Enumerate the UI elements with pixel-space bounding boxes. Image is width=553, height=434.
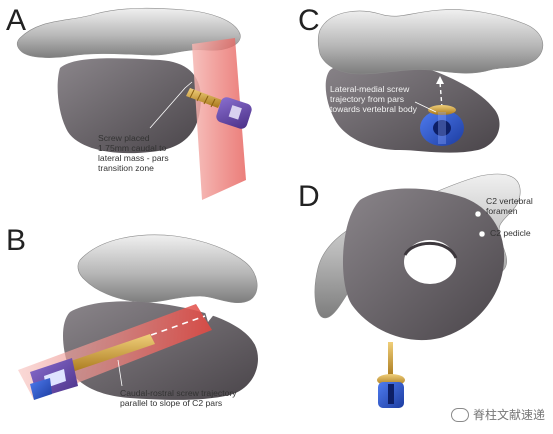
- panel-a-caption: Screw placed 1.75mm caudal to lateral ma…: [98, 133, 169, 173]
- panel-c-superior-vertebra: [317, 9, 544, 75]
- panel-d-foramen-marker: [474, 210, 482, 218]
- panel-a-caption-line: 1.75mm caudal to: [98, 143, 167, 153]
- watermark-text: 脊柱文献速递: [472, 408, 545, 422]
- panel-letter-d: D: [298, 180, 320, 213]
- panel-letter-a: A: [6, 4, 27, 37]
- panel-b: [18, 234, 258, 400]
- panel-d-screw-head: [377, 374, 405, 408]
- panel-b-superior-vertebra: [77, 234, 258, 304]
- panel-d-foramen-label: C2 vertebral foramen: [486, 196, 533, 216]
- panel-a-caption-line: transition zone: [98, 163, 154, 173]
- panel-b-caption: Caudal-rostral screw trajectory parallel…: [120, 388, 237, 408]
- panel-d-label-line: C2 pedicle: [490, 228, 531, 238]
- panel-c-caption-line: towards vertebral body: [330, 104, 417, 114]
- panel-letter-c: C: [298, 4, 320, 37]
- panel-b-arrowhead: [205, 312, 216, 322]
- panel-a-leader: [149, 81, 193, 129]
- panel-c: [317, 9, 544, 153]
- chat-bubble-icon: [450, 407, 469, 422]
- panel-b-caption-line: parallel to slope of C2 pars: [120, 398, 223, 408]
- panel-c-leader: [414, 101, 437, 113]
- watermark: 脊柱文献速递: [450, 406, 545, 423]
- panel-a-screw: [186, 88, 222, 108]
- panel-b-leader: [117, 359, 123, 387]
- panel-d-label-line: foramen: [486, 206, 518, 216]
- panel-c-caption-line: trajectory from pars: [330, 94, 405, 104]
- panel-c-caption-line: Lateral-medial screw: [330, 84, 410, 94]
- panel-c-dashed-arrow: [439, 81, 443, 109]
- panel-b-screw: [62, 334, 155, 374]
- panel-d-pedicle-marker: [478, 230, 486, 238]
- panel-a: [16, 7, 252, 200]
- panel-d-label-line: C2 vertebral: [486, 196, 533, 206]
- panel-a-caption-line: lateral mass - pars: [98, 153, 169, 163]
- panel-a-caption-line: Screw placed: [98, 133, 150, 143]
- panel-d-screw-shaft: [388, 342, 393, 378]
- panel-c-arrowhead: [436, 76, 444, 84]
- panel-a-screw-head: [216, 97, 252, 129]
- panel-a-vertebral-body: [57, 58, 201, 154]
- panel-d: [314, 173, 521, 408]
- panel-c-caption: Lateral-medial screw trajectory from par…: [330, 84, 417, 114]
- panel-d-pedicle-label: C2 pedicle: [490, 228, 531, 238]
- panel-letter-b: B: [6, 224, 27, 257]
- panel-b-caption-line: Caudal-rostral screw trajectory: [120, 388, 237, 398]
- panel-d-foramen: [404, 240, 456, 284]
- panel-b-screw-head: [30, 358, 78, 400]
- panel-c-screw-head: [420, 105, 464, 146]
